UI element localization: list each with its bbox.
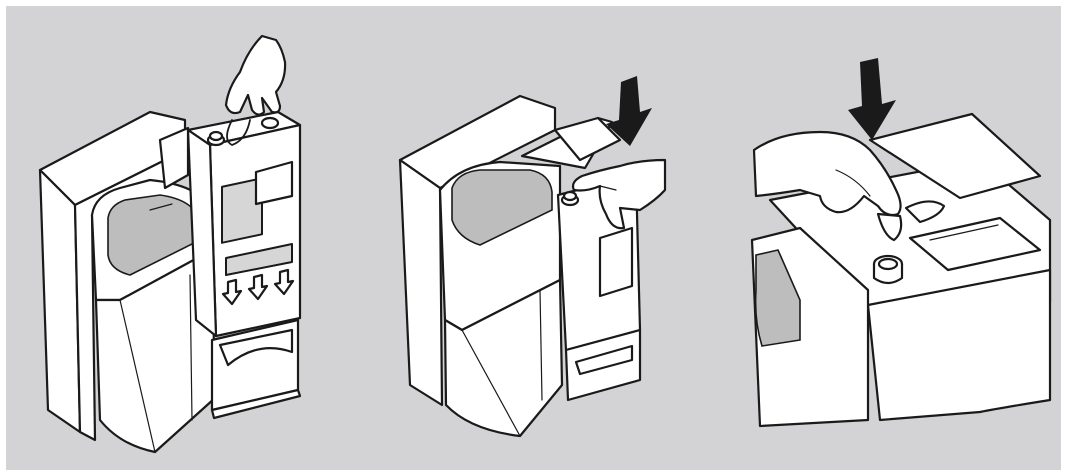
step-2-illustration [400, 76, 665, 436]
down-arrow-icon [848, 58, 896, 140]
step-1-illustration [40, 36, 300, 452]
device-housing [752, 160, 1050, 426]
cap-icon [874, 256, 902, 283]
step-3-illustration [752, 58, 1050, 426]
